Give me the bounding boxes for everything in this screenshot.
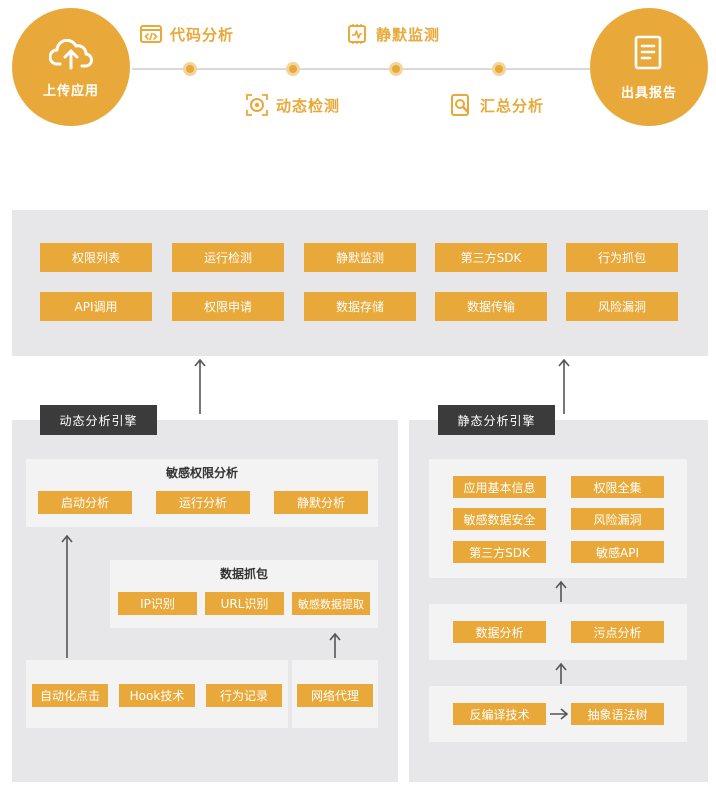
issue-report-label: 出具报告 (620, 85, 677, 101)
flow-dot (286, 62, 300, 76)
static-item: 抽象语法树 (571, 703, 664, 725)
static-item: 污点分析 (571, 621, 664, 643)
result-tag: 数据存储 (304, 292, 416, 321)
code-window-icon (140, 25, 162, 43)
static-item: 权限全集 (571, 476, 664, 498)
sensitive-item: 运行分析 (156, 491, 250, 514)
static-engine-title: 静态分析引擎 (438, 405, 555, 435)
report-document-icon (634, 35, 662, 69)
static-item: 第三方SDK (453, 541, 546, 563)
issue-report-node: 出具报告 (590, 8, 708, 126)
result-tag: 权限申请 (172, 292, 284, 321)
result-tag: API调用 (40, 292, 152, 321)
capture-item: IP识别 (118, 592, 197, 615)
static-item: 数据分析 (453, 621, 546, 643)
step-summary-analysis: 汇总分析 (450, 94, 544, 116)
step-dynamic-detection: 动态检测 (246, 94, 340, 116)
step-code-analysis: 代码分析 (140, 23, 234, 45)
result-tag: 静默监测 (304, 243, 416, 272)
sensitive-permission-title: 敏感权限分析 (165, 466, 238, 480)
base-item: 自动化点击 (32, 684, 108, 707)
flow-dot (183, 62, 197, 76)
up-arrow (558, 358, 570, 414)
results-panel (12, 210, 708, 356)
capture-item: URL识别 (205, 592, 284, 615)
static-item: 风险漏洞 (571, 508, 664, 530)
step-silent-monitor: 静默监测 (346, 23, 440, 45)
up-arrow (329, 632, 341, 658)
dynamic-engine-title: 动态分析引擎 (40, 405, 157, 435)
chip-monitor-icon (348, 24, 366, 44)
flow-line (132, 68, 590, 70)
flow-dot (492, 62, 506, 76)
base-item: 行为记录 (206, 684, 282, 707)
sensitive-item: 启动分析 (38, 491, 132, 514)
flow-dot (389, 62, 403, 76)
result-tag: 第三方SDK (435, 243, 547, 272)
network-proxy-item: 网络代理 (297, 684, 373, 707)
target-scan-icon (246, 94, 268, 116)
result-tag: 行为抓包 (566, 243, 678, 272)
upload-app-label: 上传应用 (42, 83, 99, 99)
up-arrow (61, 534, 73, 658)
cloud-upload-icon (49, 38, 93, 69)
base-item: Hook技术 (119, 684, 195, 707)
result-tag: 权限列表 (40, 243, 152, 272)
sensitive-item: 静默分析 (274, 491, 368, 514)
result-tag: 数据传输 (435, 292, 547, 321)
right-arrow (550, 708, 569, 720)
up-arrow (555, 580, 567, 602)
static-item: 敏感数据安全 (453, 508, 546, 530)
static-item: 反编译技术 (453, 703, 546, 725)
data-capture-title: 数据抓包 (219, 567, 268, 581)
magnify-document-icon (451, 94, 469, 116)
up-arrow (194, 358, 206, 414)
static-item: 敏感API (571, 541, 664, 563)
upload-app-node: 上传应用 (12, 8, 130, 126)
static-item: 应用基本信息 (453, 476, 546, 498)
result-tag: 风险漏洞 (566, 292, 678, 321)
up-arrow (555, 662, 567, 684)
result-tag: 运行检测 (172, 243, 284, 272)
capture-item: 敏感数据提取 (292, 592, 370, 615)
